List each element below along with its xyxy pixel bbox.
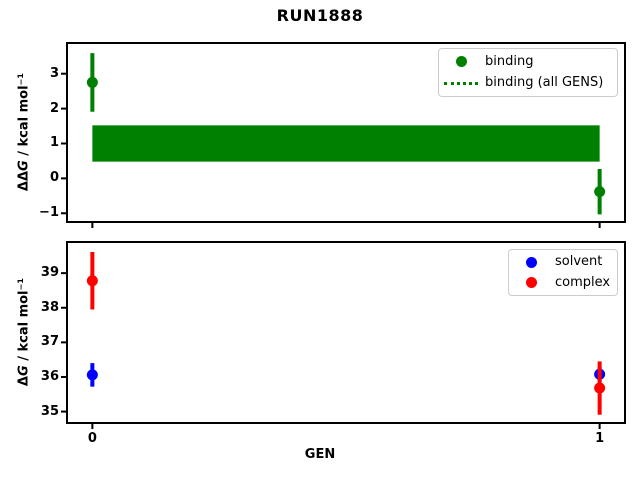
data-point-complex bbox=[594, 382, 606, 394]
y-tick-label: 2 bbox=[49, 100, 59, 116]
legend-label: complex bbox=[555, 274, 611, 290]
complex-marker-icon bbox=[525, 277, 537, 289]
legend-entry-solvent: solvent bbox=[511, 252, 611, 273]
y-tick-label: −1 bbox=[39, 205, 59, 221]
data-point-binding bbox=[594, 186, 606, 198]
legend-label: binding (all GENS) bbox=[485, 75, 604, 91]
binding-marker-icon bbox=[455, 56, 467, 68]
axes-frame bbox=[66, 241, 626, 424]
dotted-line-icon bbox=[444, 81, 478, 85]
legend-label: binding bbox=[485, 53, 534, 69]
y-tick-label: 0 bbox=[49, 170, 59, 186]
ylabel-units: / kcal mol⁻¹ bbox=[16, 277, 32, 366]
y-tick-label: 3 bbox=[49, 65, 59, 81]
y-tick-label: 37 bbox=[40, 334, 59, 350]
axes-frame bbox=[66, 42, 626, 223]
legend-label: solvent bbox=[555, 254, 603, 270]
y-tick-label: 35 bbox=[40, 403, 59, 419]
legend-top: binding binding (all GENS) bbox=[438, 48, 618, 97]
x-tick-label: 0 bbox=[87, 431, 97, 446]
x-tick-label: 1 bbox=[595, 431, 605, 446]
legend-bottom: solvent complex bbox=[508, 249, 618, 296]
figure-title: RUN1888 bbox=[276, 6, 364, 25]
x-axis-label: GEN bbox=[304, 447, 336, 462]
y-tick-label: 36 bbox=[40, 368, 59, 384]
y-tick-label: 38 bbox=[40, 299, 59, 315]
legend-entry-complex: complex bbox=[511, 273, 611, 294]
legend-entry-binding: binding bbox=[441, 51, 611, 73]
data-point-solvent bbox=[86, 369, 98, 381]
solvent-marker-icon bbox=[525, 256, 537, 268]
data-point-complex bbox=[86, 275, 98, 287]
y-tick-label: 39 bbox=[40, 265, 59, 281]
uncertainty-band-binding (all GENS) bbox=[92, 125, 600, 162]
legend-entry-binding-all-gens: binding (all GENS) bbox=[441, 73, 611, 95]
y-tick-label: 1 bbox=[49, 135, 59, 151]
data-point-binding bbox=[86, 76, 98, 88]
